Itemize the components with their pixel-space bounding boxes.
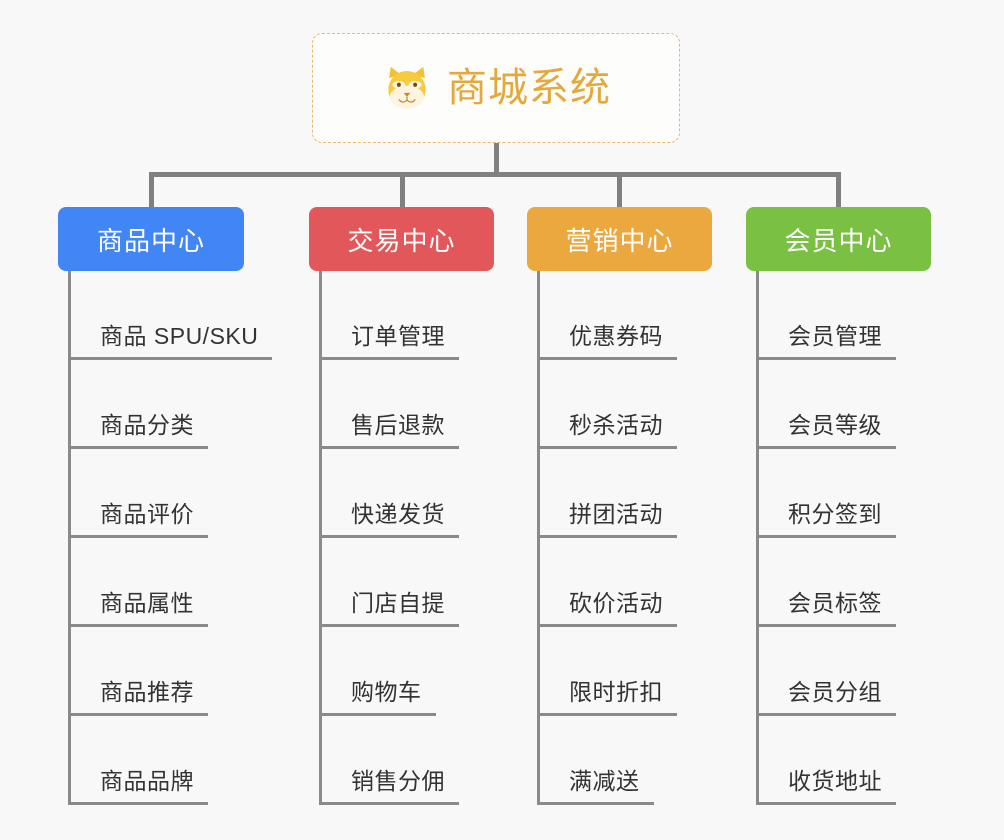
list-item[interactable]: 会员分组 [746,627,931,716]
category-column-trade-center: 交易中心 订单管理 售后退款 快递发货 门店自提 购物车 销售分佣 [309,207,494,805]
list-item[interactable]: 商品品牌 [58,716,244,805]
leaf-label: 收货地址 [788,768,882,794]
list-item[interactable]: 秒杀活动 [527,360,712,449]
list-item[interactable]: 收货地址 [746,716,931,805]
category-column-member-center: 会员中心 会员管理 会员等级 积分签到 会员标签 会员分组 收货地址 [746,207,931,805]
connector-drop-1 [149,172,154,207]
list-item[interactable]: 砍价活动 [527,538,712,627]
list-item[interactable]: 商品推荐 [58,627,244,716]
list-item[interactable]: 商品属性 [58,538,244,627]
leaf-list-member-center: 会员管理 会员等级 积分签到 会员标签 会员分组 收货地址 [746,271,931,805]
leaf-label: 砍价活动 [569,590,663,616]
leaf-list-trade-center: 订单管理 售后退款 快递发货 门店自提 购物车 销售分佣 [309,271,494,805]
list-item[interactable]: 会员管理 [746,271,931,360]
root-node[interactable]: 商城系统 [312,33,680,143]
leaf-label: 快递发货 [351,501,445,527]
category-header-trade-center[interactable]: 交易中心 [309,207,494,271]
connector-drop-3 [617,172,622,207]
list-item[interactable]: 商品 SPU/SKU [58,271,273,360]
category-header-product-center[interactable]: 商品中心 [58,207,244,271]
leaf-label: 限时折扣 [569,679,663,705]
leaf-label: 优惠券码 [569,323,663,349]
list-item[interactable]: 销售分佣 [309,716,494,805]
leaf-label: 会员标签 [788,590,882,616]
leaf-label: 商品分类 [100,412,194,438]
leaf-spine [537,271,540,805]
category-label: 交易中心 [347,225,456,256]
list-item[interactable]: 积分签到 [746,449,931,538]
leaf-label: 拼团活动 [569,501,663,527]
leaf-label: 商品品牌 [100,768,194,794]
connector-drop-4 [836,172,841,207]
category-header-marketing-center[interactable]: 营销中心 [527,207,712,271]
leaf-label: 销售分佣 [351,768,445,794]
shiba-dog-emoji [381,62,433,114]
list-item[interactable]: 优惠券码 [527,271,712,360]
list-item[interactable]: 会员标签 [746,538,931,627]
list-item[interactable]: 会员等级 [746,360,931,449]
leaf-label: 购物车 [351,679,422,705]
leaf-label: 会员分组 [788,679,882,705]
leaf-label: 商品 SPU/SKU [100,323,259,349]
category-label: 营销中心 [565,225,674,256]
leaf-label: 满减送 [569,768,640,794]
list-item[interactable]: 满减送 [527,716,712,805]
category-label: 会员中心 [784,225,893,256]
leaf-label: 积分签到 [788,501,882,527]
list-item[interactable]: 拼团活动 [527,449,712,538]
list-item[interactable]: 限时折扣 [527,627,712,716]
list-item[interactable]: 门店自提 [309,538,494,627]
category-header-member-center[interactable]: 会员中心 [746,207,931,271]
connector-horizontal-bus [149,172,841,177]
leaf-label: 门店自提 [351,590,445,616]
list-item[interactable]: 商品评价 [58,449,244,538]
leaf-list-marketing-center: 优惠券码 秒杀活动 拼团活动 砍价活动 限时折扣 满减送 [527,271,712,805]
leaf-list-product-center: 商品 SPU/SKU 商品分类 商品评价 商品属性 商品推荐 商品品牌 [58,271,273,805]
connector-root-stem [494,143,499,175]
list-item[interactable]: 商品分类 [58,360,244,449]
category-column-product-center: 商品中心 商品 SPU/SKU 商品分类 商品评价 商品属性 商品推荐 商品品牌 [58,207,273,805]
leaf-label: 售后退款 [351,412,445,438]
list-item[interactable]: 快递发货 [309,449,494,538]
leaf-label: 会员管理 [788,323,882,349]
leaf-label: 商品属性 [100,590,194,616]
root-title: 商城系统 [447,66,611,110]
list-item[interactable]: 售后退款 [309,360,494,449]
leaf-spine [756,271,759,805]
leaf-label: 商品评价 [100,501,194,527]
category-label: 商品中心 [96,225,205,256]
leaf-label: 会员等级 [788,412,882,438]
leaf-label: 商品推荐 [100,679,194,705]
category-column-marketing-center: 营销中心 优惠券码 秒杀活动 拼团活动 砍价活动 限时折扣 满减送 [527,207,712,805]
list-item[interactable]: 订单管理 [309,271,494,360]
connector-drop-2 [400,172,405,207]
leaf-spine [319,271,322,805]
leaf-label: 秒杀活动 [569,412,663,438]
leaf-spine [68,271,71,805]
leaf-label: 订单管理 [351,323,445,349]
list-item[interactable]: 购物车 [309,627,494,716]
